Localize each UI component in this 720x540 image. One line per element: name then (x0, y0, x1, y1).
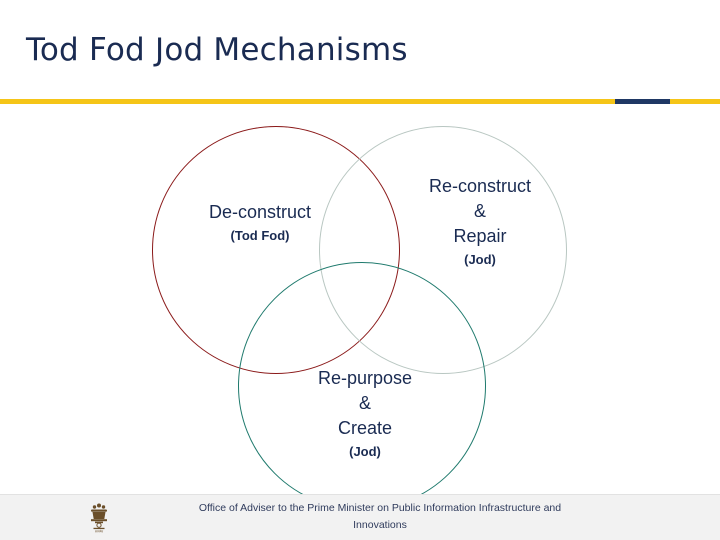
venn-label-reconstruct-sub: (Jod) (464, 252, 496, 267)
venn-label-reconstruct-title: Re-construct & Repair (428, 176, 532, 246)
divider-gold-bar (0, 99, 720, 104)
divider-navy-bar (615, 99, 670, 104)
venn-label-deconstruct: De-construct (Tod Fod) (175, 200, 345, 243)
venn-label-deconstruct-sub: (Tod Fod) (230, 228, 290, 243)
venn-label-repurpose-title: Re-purpose & Create (317, 368, 413, 438)
venn-diagram: De-construct (Tod Fod) Re-construct & Re… (0, 104, 720, 510)
venn-label-repurpose-sub: (Jod) (349, 444, 381, 459)
footer-line-2: Innovations (353, 519, 407, 531)
page-title: Tod Fod Jod Mechanisms (26, 32, 408, 68)
footer-text: Office of Adviser to the Prime Minister … (130, 500, 630, 534)
venn-label-repurpose: Re-purpose & Create (Jod) (280, 366, 450, 459)
title-divider (0, 99, 720, 105)
svg-text:सत्यमेव: सत्यमेव (95, 530, 103, 534)
venn-label-reconstruct: Re-construct & Repair (Jod) (395, 174, 565, 267)
slide-footer: सत्यमेव Office of Adviser to the Prime M… (0, 494, 720, 540)
india-state-emblem-icon: सत्यमेव (91, 503, 107, 534)
footer-line-1: Office of Adviser to the Prime Minister … (198, 502, 562, 514)
venn-label-deconstruct-title: De-construct (208, 202, 312, 222)
